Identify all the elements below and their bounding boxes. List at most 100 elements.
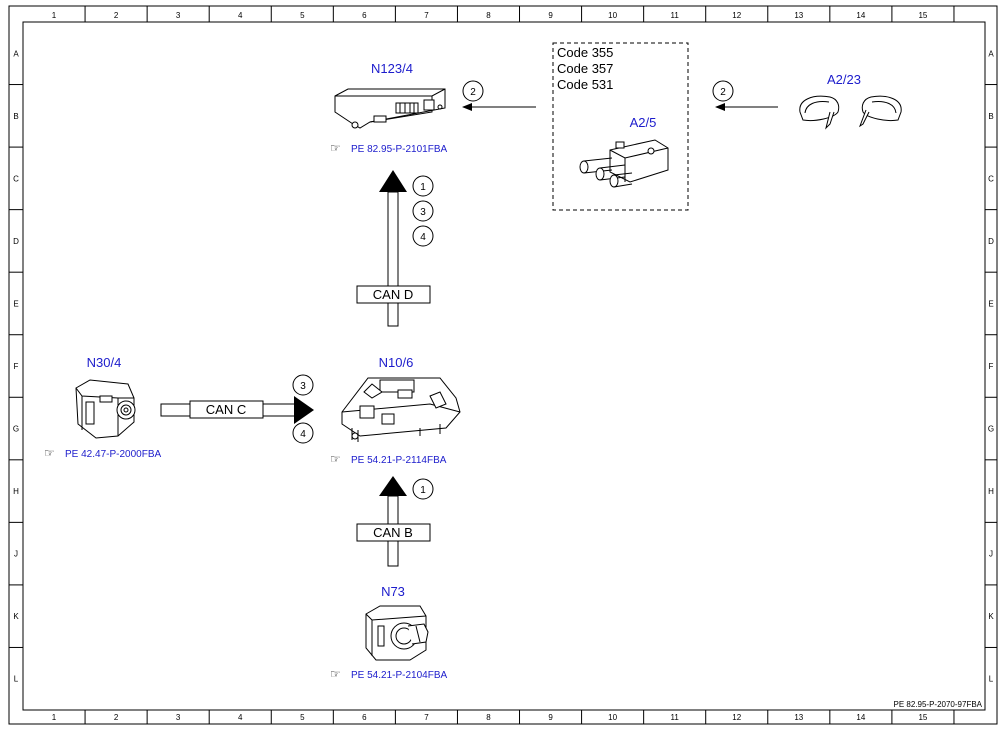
- abs-module-icon: [75, 379, 136, 439]
- grid-column-label-top: 6: [362, 11, 367, 20]
- drawing-frame: 1122334455667788991010111112121313141415…: [8, 5, 998, 725]
- grid-column-label-bottom: 1: [52, 713, 57, 722]
- component-a2-5[interactable]: Code 355 Code 357 Code 531 A2/5: [552, 42, 689, 211]
- grid-column-label-top: 11: [671, 11, 680, 20]
- signal-number: 2: [470, 87, 476, 98]
- grid-row-label-right: A: [988, 49, 994, 58]
- grid-column-label-top: 9: [548, 11, 553, 20]
- grid-row-label-left: A: [13, 49, 19, 58]
- grid-column-label-top: 1: [52, 11, 57, 20]
- pointing-hand-icon: ☞: [330, 667, 341, 681]
- grid-row-label-right: B: [988, 112, 993, 121]
- pointing-hand-icon: ☞: [330, 141, 341, 155]
- grid-column-label-bottom: 5: [300, 713, 305, 722]
- grid-column-label-top: 10: [608, 11, 617, 20]
- grid-column-label-bottom: 6: [362, 713, 367, 722]
- component-n30-4[interactable]: N30/4 ☞ PE 42.47-P-2000FBA: [44, 355, 161, 460]
- signal-number: 3: [300, 381, 306, 392]
- svg-text:PE 54.21-P-2114FBA: PE 54.21-P-2114FBA: [351, 455, 447, 466]
- signal-arrow-a2-5-to-n123-4: 2: [462, 80, 536, 111]
- signal-number: 2: [720, 87, 726, 98]
- code-531: Code 531: [557, 77, 613, 92]
- signal-number: 1: [420, 485, 426, 496]
- component-label: A2/23: [827, 72, 861, 87]
- switch-block-icon: [579, 139, 669, 188]
- grid-row-label-left: D: [13, 237, 19, 246]
- grid-column-label-top: 3: [176, 11, 181, 20]
- grid-column-label-top: 4: [238, 11, 243, 20]
- grid-row-label-right: D: [988, 237, 994, 246]
- mirror-right-icon: [858, 95, 902, 128]
- grid-column-label-bottom: 12: [732, 713, 741, 722]
- grid-column-label-bottom: 9: [548, 713, 553, 722]
- bus-label-can-b: CAN B: [373, 525, 413, 540]
- grid-row-label-right: J: [989, 550, 993, 559]
- svg-text:PE 54.21-P-2104FBA: PE 54.21-P-2104FBA: [351, 670, 447, 681]
- grid-column-label-bottom: 15: [918, 713, 927, 722]
- component-label: N30/4: [87, 355, 122, 370]
- code-357: Code 357: [557, 61, 613, 76]
- grid-column-label-top: 5: [300, 11, 305, 20]
- grid-row-label-left: G: [13, 425, 19, 434]
- grid-column-label-bottom: 10: [608, 713, 617, 722]
- document-id: PE 82.95-P-2070-97FBA: [894, 700, 983, 709]
- grid-column-label-top: 8: [486, 11, 491, 20]
- grid-row-label-right: K: [988, 612, 994, 621]
- grid-column-label-bottom: 2: [114, 713, 119, 722]
- component-a2-23[interactable]: A2/23: [799, 72, 902, 130]
- grid-row-label-right: L: [989, 675, 994, 684]
- grid-column-label-top: 2: [114, 11, 119, 20]
- grid-row-label-right: F: [989, 362, 994, 371]
- svg-text:PE 82.95-P-2101FBA: PE 82.95-P-2101FBA: [351, 144, 447, 155]
- grid-row-label-right: G: [988, 425, 994, 434]
- reference-link[interactable]: ☞ PE 54.21-P-2104FBA: [330, 667, 447, 681]
- component-label: A2/5: [630, 115, 657, 130]
- can-d-bus-arrow: CAN D 1 3 4: [356, 170, 434, 327]
- component-n123-4[interactable]: N123/4 ☞ PE 82.95-P-2101FBA: [330, 61, 447, 155]
- grid-row-label-left: E: [13, 299, 18, 308]
- grid-row-label-left: F: [14, 362, 19, 371]
- signal-number: 1: [420, 182, 426, 193]
- pointing-hand-icon: ☞: [330, 452, 341, 466]
- grid-column-label-top: 7: [424, 11, 429, 20]
- signal-number: 4: [420, 232, 426, 243]
- grid-row-label-left: C: [13, 174, 19, 183]
- signal-arrow-a2-23-to-a2-5: 2: [712, 80, 778, 111]
- grid-column-label-bottom: 11: [671, 713, 680, 722]
- pointing-hand-icon: ☞: [44, 446, 55, 460]
- reference-link[interactable]: ☞ PE 82.95-P-2101FBA: [330, 141, 447, 155]
- grid-row-label-right: E: [988, 299, 993, 308]
- mirror-left-icon: [799, 95, 840, 130]
- component-n10-6[interactable]: N10/6 ☞ PE 54.21-P-2114FBA: [330, 355, 461, 466]
- component-n73[interactable]: N73 ☞ PE 54.21-P-2104FBA: [330, 584, 447, 681]
- component-label: N73: [381, 584, 405, 599]
- grid-column-label-bottom: 4: [238, 713, 243, 722]
- grid-row-label-left: K: [13, 612, 19, 621]
- grid-row-label-left: B: [13, 112, 18, 121]
- svg-text:PE 42.47-P-2000FBA: PE 42.47-P-2000FBA: [65, 449, 161, 460]
- control-unit-icon: [334, 88, 446, 129]
- grid-row-label-left: L: [14, 675, 19, 684]
- signal-number: 3: [420, 207, 426, 218]
- ignition-switch-icon: [365, 605, 429, 661]
- can-b-bus-arrow: CAN B 1: [356, 476, 434, 567]
- grid-column-label-bottom: 8: [486, 713, 491, 722]
- grid-column-label-top: 13: [794, 11, 803, 20]
- grid-column-label-top: 15: [918, 11, 927, 20]
- grid-column-label-bottom: 14: [856, 713, 865, 722]
- reference-link[interactable]: ☞ PE 42.47-P-2000FBA: [44, 446, 161, 460]
- component-label: N10/6: [379, 355, 414, 370]
- reference-link[interactable]: ☞ PE 54.21-P-2114FBA: [330, 452, 447, 466]
- bus-label-can-d: CAN D: [373, 287, 413, 302]
- grid-row-label-left: J: [14, 550, 18, 559]
- grid-column-label-bottom: 3: [176, 713, 181, 722]
- grid-column-label-bottom: 7: [424, 713, 429, 722]
- component-label: N123/4: [371, 61, 413, 76]
- can-c-bus-arrow: CAN C 3 4: [160, 374, 314, 444]
- grid-column-label-top: 14: [856, 11, 865, 20]
- sam-module-icon: [341, 377, 461, 442]
- grid-column-label-top: 12: [732, 11, 741, 20]
- bus-label-can-c: CAN C: [206, 402, 246, 417]
- grid-row-label-left: H: [13, 487, 19, 496]
